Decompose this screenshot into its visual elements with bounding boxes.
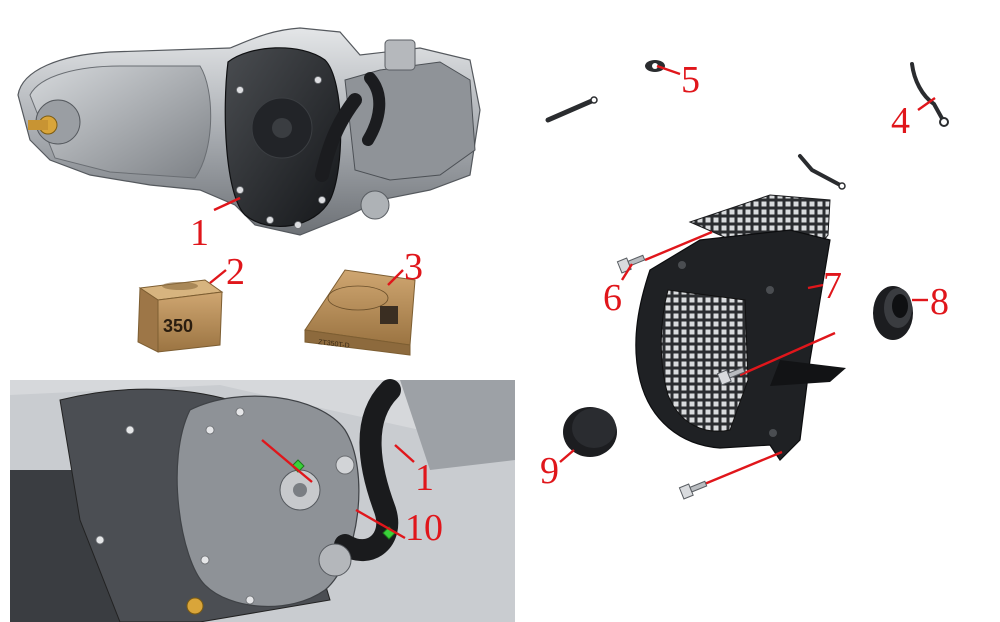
part-5-clip	[645, 60, 665, 72]
callout-3: 3	[404, 246, 423, 288]
part-9-cap	[563, 407, 617, 457]
callout-10: 10	[405, 507, 443, 549]
part-3-carton-box: ZT350T-D	[304, 269, 416, 356]
callout-7: 7	[823, 265, 842, 307]
callout-leaders	[209, 64, 936, 463]
callout-5: 5	[681, 59, 700, 101]
callout-numbers: 1 2 3 4 5 6 7 8 9 1 10	[190, 59, 949, 549]
part-3-box-label: ZT350T-D	[318, 339, 350, 350]
callout-1-detail: 1	[415, 457, 434, 499]
callout-2: 2	[226, 251, 245, 293]
callout-6: 6	[603, 277, 622, 319]
callout-1-engine: 1	[190, 212, 209, 254]
callout-4: 4	[891, 100, 910, 142]
engine-detail-view	[10, 379, 515, 622]
part-2-carton-box: 350	[137, 279, 224, 353]
loose-bracket-mid	[798, 154, 846, 190]
callout-8: 8	[930, 281, 949, 323]
part-4-bracket	[910, 62, 949, 127]
callout-9: 9	[540, 450, 559, 492]
engine-assembly	[17, 27, 481, 236]
part-2-box-label: 350	[163, 316, 193, 336]
loose-bracket-left	[545, 96, 598, 123]
part-8-grommet	[873, 286, 913, 340]
part-7-fan-shroud	[635, 194, 846, 492]
